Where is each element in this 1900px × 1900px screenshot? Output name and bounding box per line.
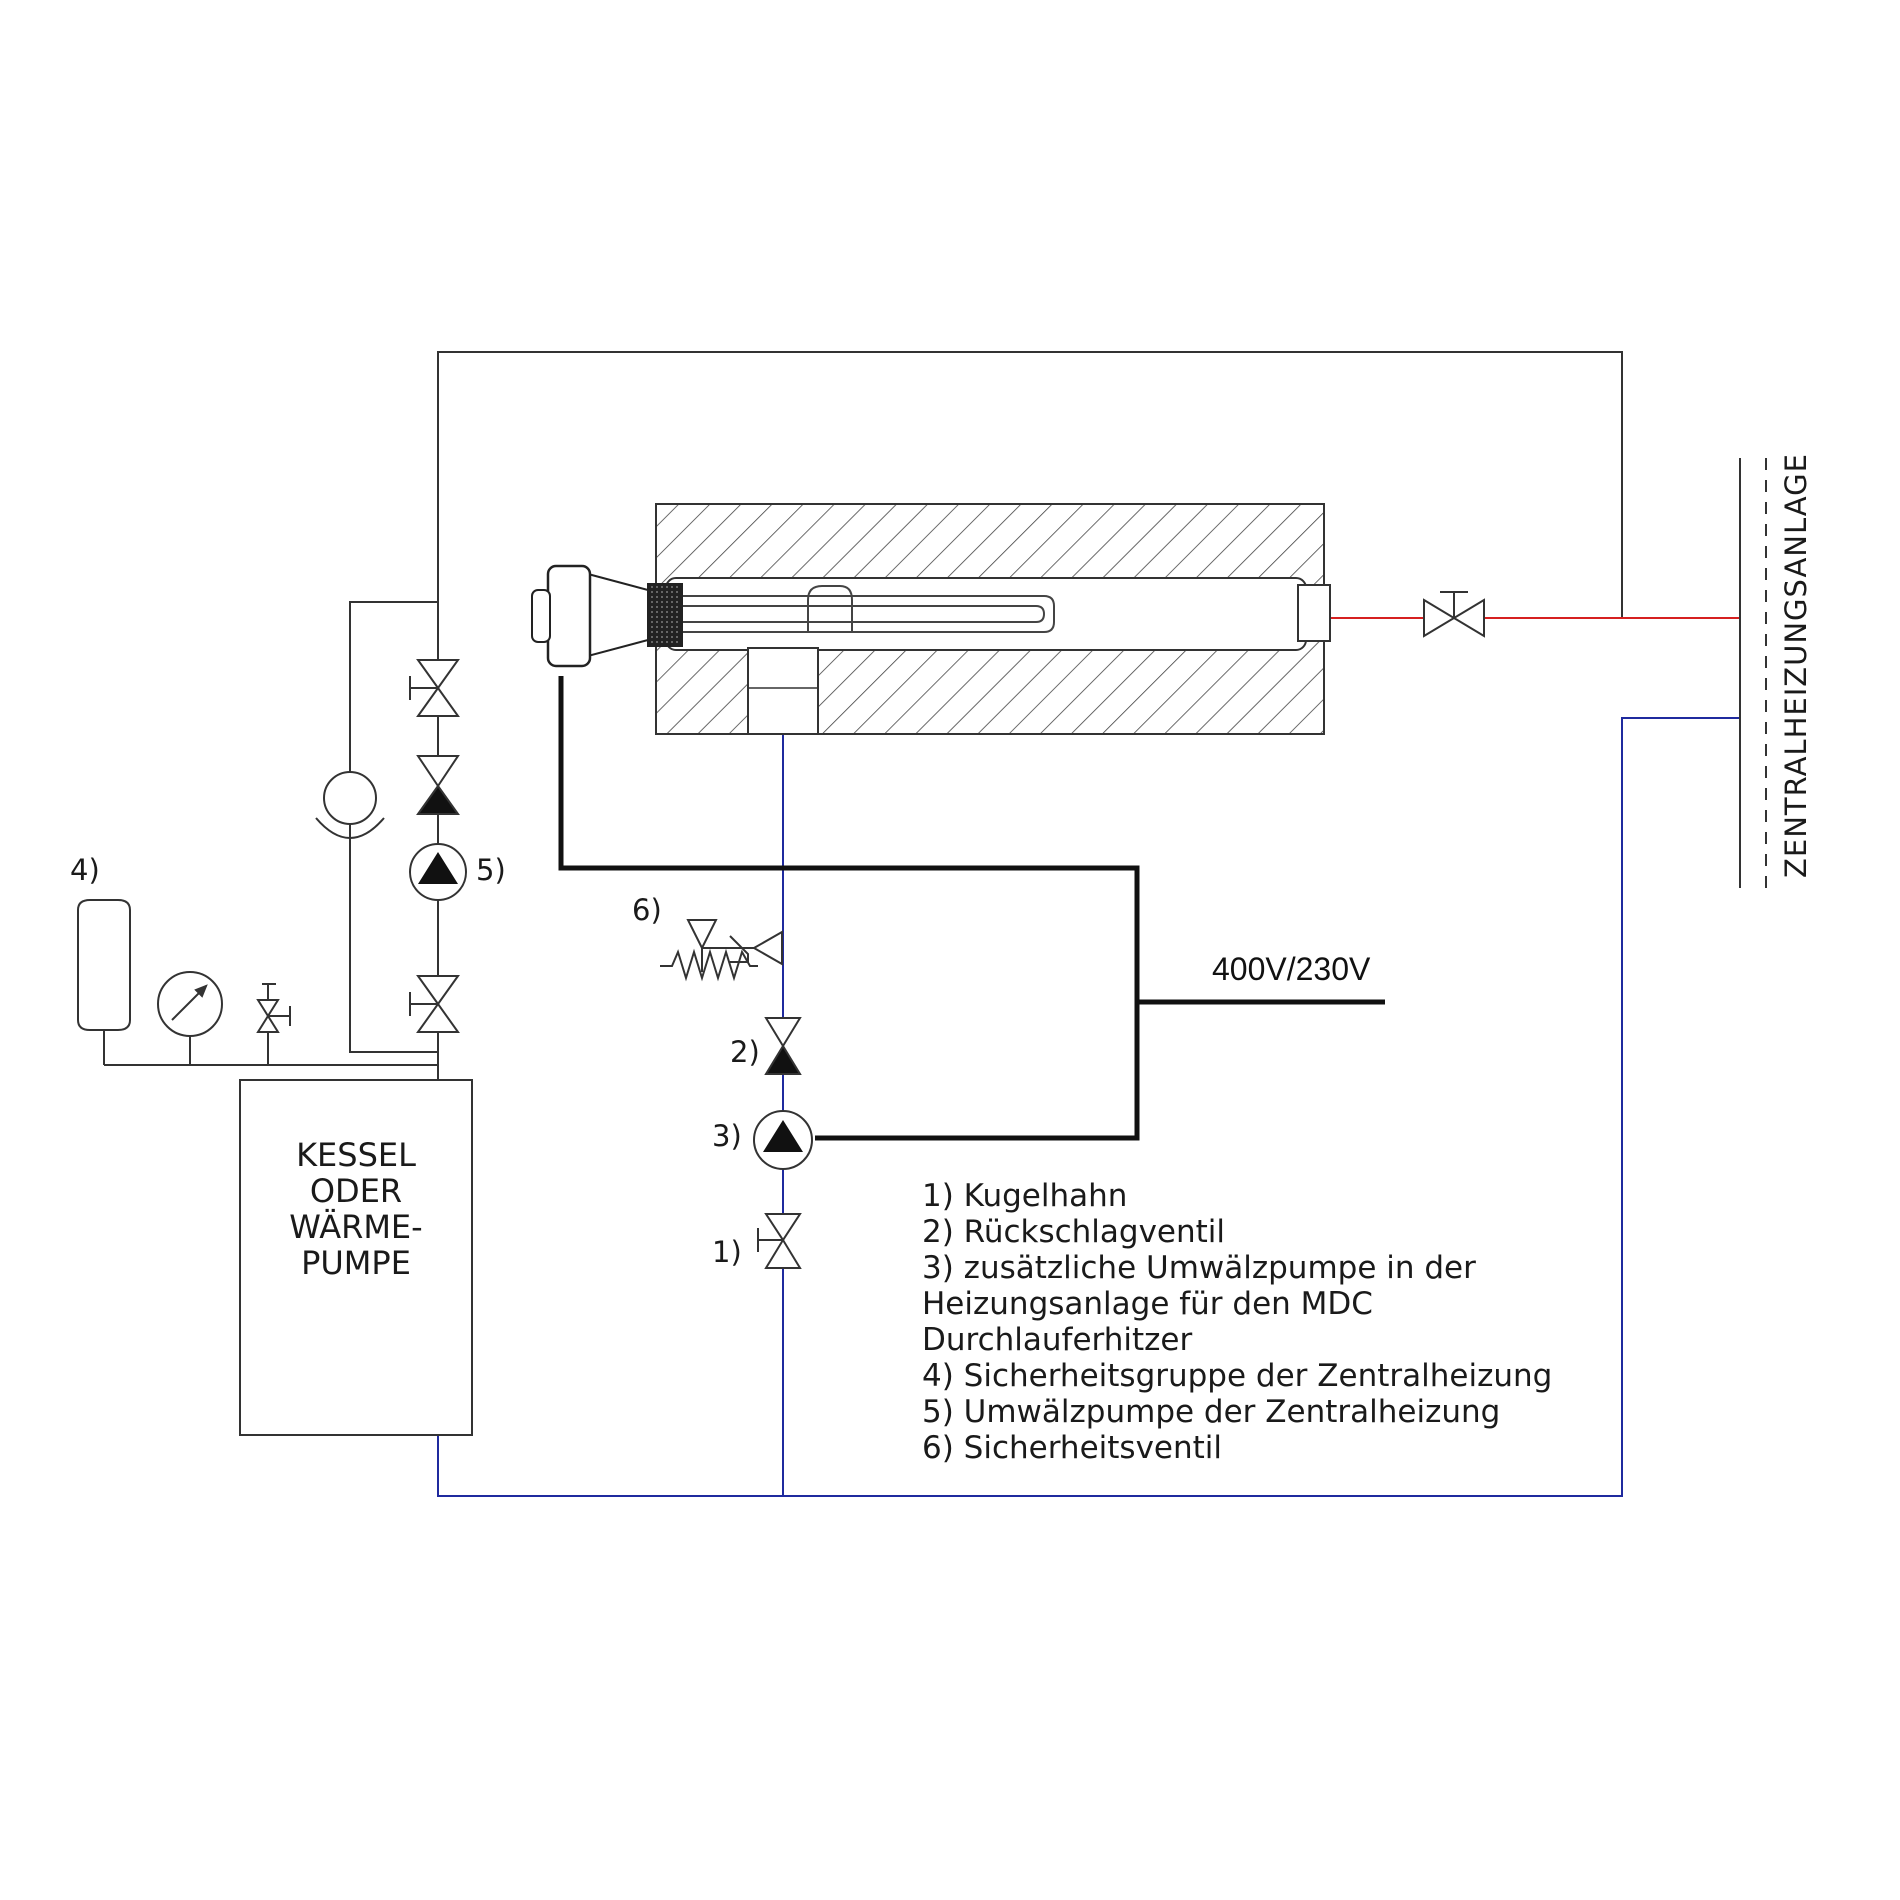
label-6: 6) [632, 893, 662, 927]
bypass-pipe [349, 601, 438, 1053]
svg-text:WÄRME-: WÄRME- [289, 1208, 422, 1246]
legend-item: 6) Sicherheitsventil [922, 1430, 1222, 1466]
legend-item: 4) Sicherheitsgruppe der Zentralheizung [922, 1358, 1552, 1394]
ball-valve-1 [757, 1213, 802, 1269]
legend-item: 2) Rückschlagventil [922, 1214, 1225, 1250]
circulation-pump-5 [409, 843, 467, 901]
pressure-gauge [157, 971, 223, 1065]
ball-valve-lower [409, 975, 460, 1033]
svg-text:KESSEL: KESSEL [296, 1136, 416, 1174]
system-label: ZENTRALHEIZUNGSANLAGE [1779, 453, 1813, 878]
safety-valve-6 [660, 919, 783, 982]
svg-text:ODER: ODER [310, 1172, 402, 1210]
voltage-label: 400V/230V [1212, 951, 1371, 987]
label-4: 4) [70, 853, 100, 887]
label-1: 1) [712, 1235, 742, 1269]
central-heating-rail [1739, 458, 1767, 888]
label-5: 5) [476, 853, 506, 887]
top-flow-pipe [437, 351, 1623, 618]
flow-gauge [315, 771, 385, 839]
power-wiring [558, 676, 1385, 1141]
legend-item: 3) zusätzliche Umwälzpumpe in der [922, 1250, 1476, 1286]
svg-text:PUMPE: PUMPE [301, 1244, 411, 1282]
label-2: 2) [730, 1035, 760, 1069]
check-valve-left [416, 755, 460, 815]
boiler-label: KESSEL ODER WÄRME- PUMPE [289, 1136, 422, 1282]
legend: 1) Kugelhahn 2) Rückschlagventil 3) zusä… [922, 1178, 1552, 1466]
legend-item: 5) Umwälzpumpe der Zentralheizung [922, 1394, 1500, 1430]
supply-ball-valve [1423, 591, 1485, 638]
flow-heater [531, 503, 1331, 735]
check-valve-2 [764, 1017, 802, 1075]
ball-valve-upper [409, 659, 460, 717]
circulation-pump-3 [753, 1110, 813, 1170]
safety-relief-small [256, 983, 291, 1065]
legend-item: Heizungsanlage für den MDC [922, 1286, 1373, 1322]
boiler-box [239, 1079, 473, 1436]
legend-item: 1) Kugelhahn [922, 1178, 1127, 1214]
expansion-vessel [77, 899, 131, 1065]
legend-item: Durchlauferhitzer [922, 1322, 1192, 1358]
label-3: 3) [712, 1119, 742, 1153]
